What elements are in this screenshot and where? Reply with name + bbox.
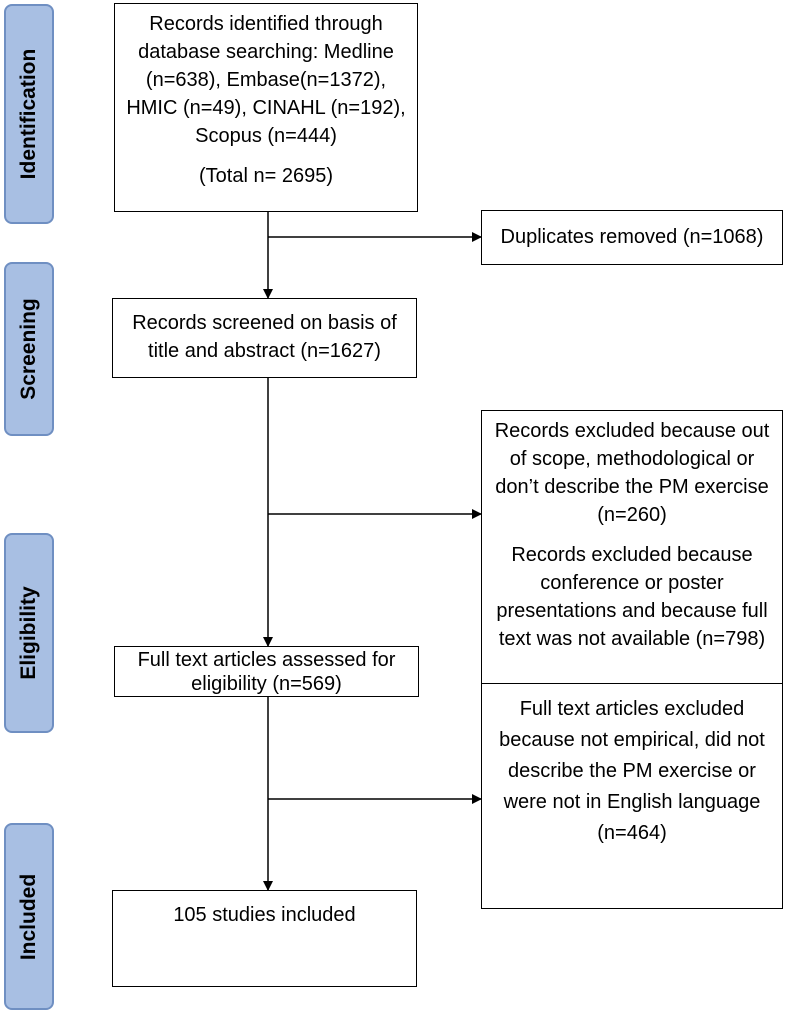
stage-included: Included <box>4 823 54 1010</box>
fulltext-assessed-text: Full text articles assessed for eligibil… <box>137 648 396 695</box>
studies-included-text: 105 studies included <box>173 904 356 926</box>
records-screened-box: Records screened on basis of title and a… <box>112 298 417 378</box>
stage-identification: Identification <box>4 4 54 224</box>
records-excluded-conference-text: Records excluded because conference or p… <box>496 544 768 650</box>
fulltext-assessed-box: Full text articles assessed for eligibil… <box>114 646 419 697</box>
duplicates-removed-text: Duplicates removed (n=1068) <box>500 226 764 248</box>
records-identified-text: Records identified through database sear… <box>126 13 406 147</box>
records-identified-box: Records identified through database sear… <box>114 3 418 212</box>
fulltext-excluded-text: Full text articles excluded because not … <box>499 698 765 844</box>
records-identified-total: (Total n= 2695) <box>199 165 333 187</box>
stage-screening: Screening <box>4 262 54 436</box>
records-screened-text: Records screened on basis of title and a… <box>132 312 397 362</box>
stage-eligibility: Eligibility <box>4 533 54 733</box>
duplicates-removed-box: Duplicates removed (n=1068) <box>481 210 783 265</box>
records-excluded-scope-text: Records excluded because out of scope, m… <box>494 420 770 526</box>
fulltext-excluded-box: Full text articles excluded because not … <box>481 683 783 909</box>
records-excluded-box: Records excluded because out of scope, m… <box>481 410 783 713</box>
studies-included-box: 105 studies included <box>112 890 417 987</box>
